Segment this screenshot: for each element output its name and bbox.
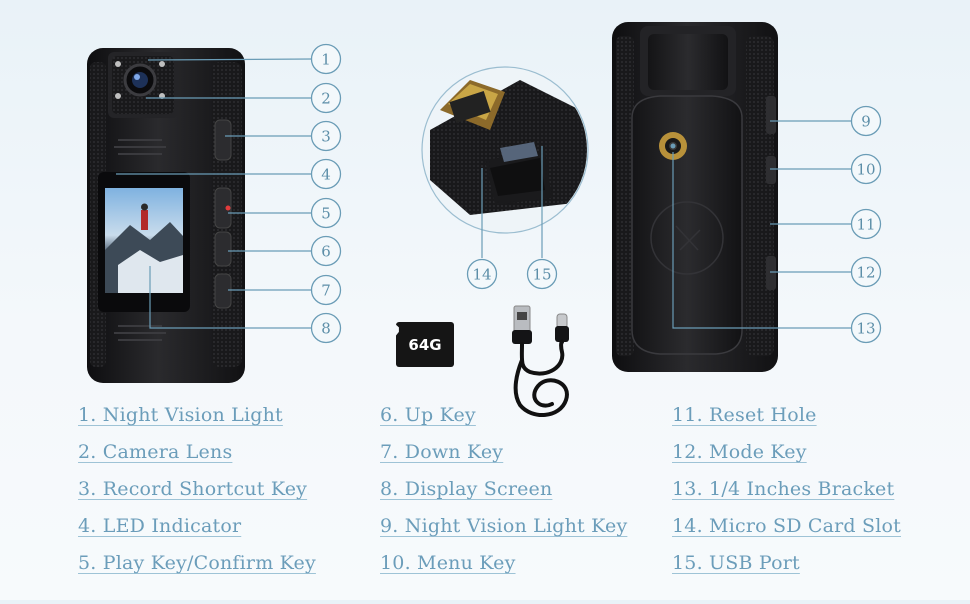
callout-10: 10 bbox=[850, 153, 882, 185]
callout-8: 8 bbox=[310, 312, 342, 344]
svg-text:7: 7 bbox=[321, 282, 331, 300]
svg-text:13: 13 bbox=[856, 320, 875, 338]
back-camera-device bbox=[612, 22, 778, 372]
callout-1: 1 bbox=[310, 43, 342, 75]
svg-text:15: 15 bbox=[532, 266, 551, 284]
svg-text:11: 11 bbox=[856, 216, 875, 234]
callout-13: 13 bbox=[850, 312, 882, 344]
legend-item-night-vision-light-key: 9. Night Vision Light Key bbox=[380, 515, 628, 537]
svg-text:5: 5 bbox=[321, 205, 331, 223]
legend-item-reset-hole: 11. Reset Hole bbox=[672, 404, 817, 426]
callout-15: 15 bbox=[526, 258, 558, 290]
svg-text:1: 1 bbox=[321, 51, 331, 69]
callout-5: 5 bbox=[310, 197, 342, 229]
sd-slot-zoom-inset bbox=[421, 66, 589, 258]
callout-11: 11 bbox=[850, 208, 882, 240]
svg-text:3: 3 bbox=[321, 128, 331, 146]
legend-item-mode-key: 12. Mode Key bbox=[672, 441, 807, 463]
sd-card-label: 64G bbox=[408, 335, 442, 354]
legend-item-night-vision-light: 1. Night Vision Light bbox=[78, 404, 283, 426]
legend-item-led-indicator: 4. LED Indicator bbox=[78, 515, 242, 537]
legend-item-up-key: 6. Up Key bbox=[380, 404, 476, 426]
legend-item-menu-key: 10. Menu Key bbox=[380, 552, 516, 574]
callout-3: 3 bbox=[310, 120, 342, 152]
legend-item-bracket: 13. 1/4 Inches Bracket bbox=[672, 478, 895, 500]
callout-12: 12 bbox=[850, 256, 882, 288]
callouts-back bbox=[670, 120, 852, 329]
callout-4: 4 bbox=[310, 158, 342, 190]
callout-9: 9 bbox=[850, 105, 882, 137]
legend-item-display-screen: 8. Display Screen bbox=[380, 478, 553, 500]
callout-14: 14 bbox=[466, 258, 498, 290]
usb-cable bbox=[512, 305, 569, 418]
svg-text:6: 6 bbox=[321, 243, 331, 261]
micro-sd-card: 64G bbox=[396, 322, 454, 367]
legend-item-usb-port: 15. USB Port bbox=[672, 552, 800, 574]
legend-item-record-shortcut-key: 3. Record Shortcut Key bbox=[78, 478, 308, 500]
front-camera-device bbox=[87, 48, 245, 383]
svg-text:2: 2 bbox=[321, 90, 331, 108]
callout-7: 7 bbox=[310, 274, 342, 306]
legend-item-down-key: 7. Down Key bbox=[380, 441, 504, 463]
callouts-front bbox=[116, 58, 313, 329]
svg-text:4: 4 bbox=[321, 166, 331, 184]
svg-text:14: 14 bbox=[472, 266, 491, 284]
svg-text:9: 9 bbox=[861, 113, 871, 131]
callout-6: 6 bbox=[310, 235, 342, 267]
svg-text:12: 12 bbox=[856, 264, 875, 282]
svg-text:8: 8 bbox=[321, 320, 331, 338]
svg-text:10: 10 bbox=[856, 161, 875, 179]
legend-item-micro-sd-slot: 14. Micro SD Card Slot bbox=[672, 515, 901, 537]
callout-2: 2 bbox=[310, 82, 342, 114]
legend-item-camera-lens: 2. Camera Lens bbox=[78, 441, 233, 463]
legend-item-play-confirm-key: 5. Play Key/Confirm Key bbox=[78, 552, 316, 574]
